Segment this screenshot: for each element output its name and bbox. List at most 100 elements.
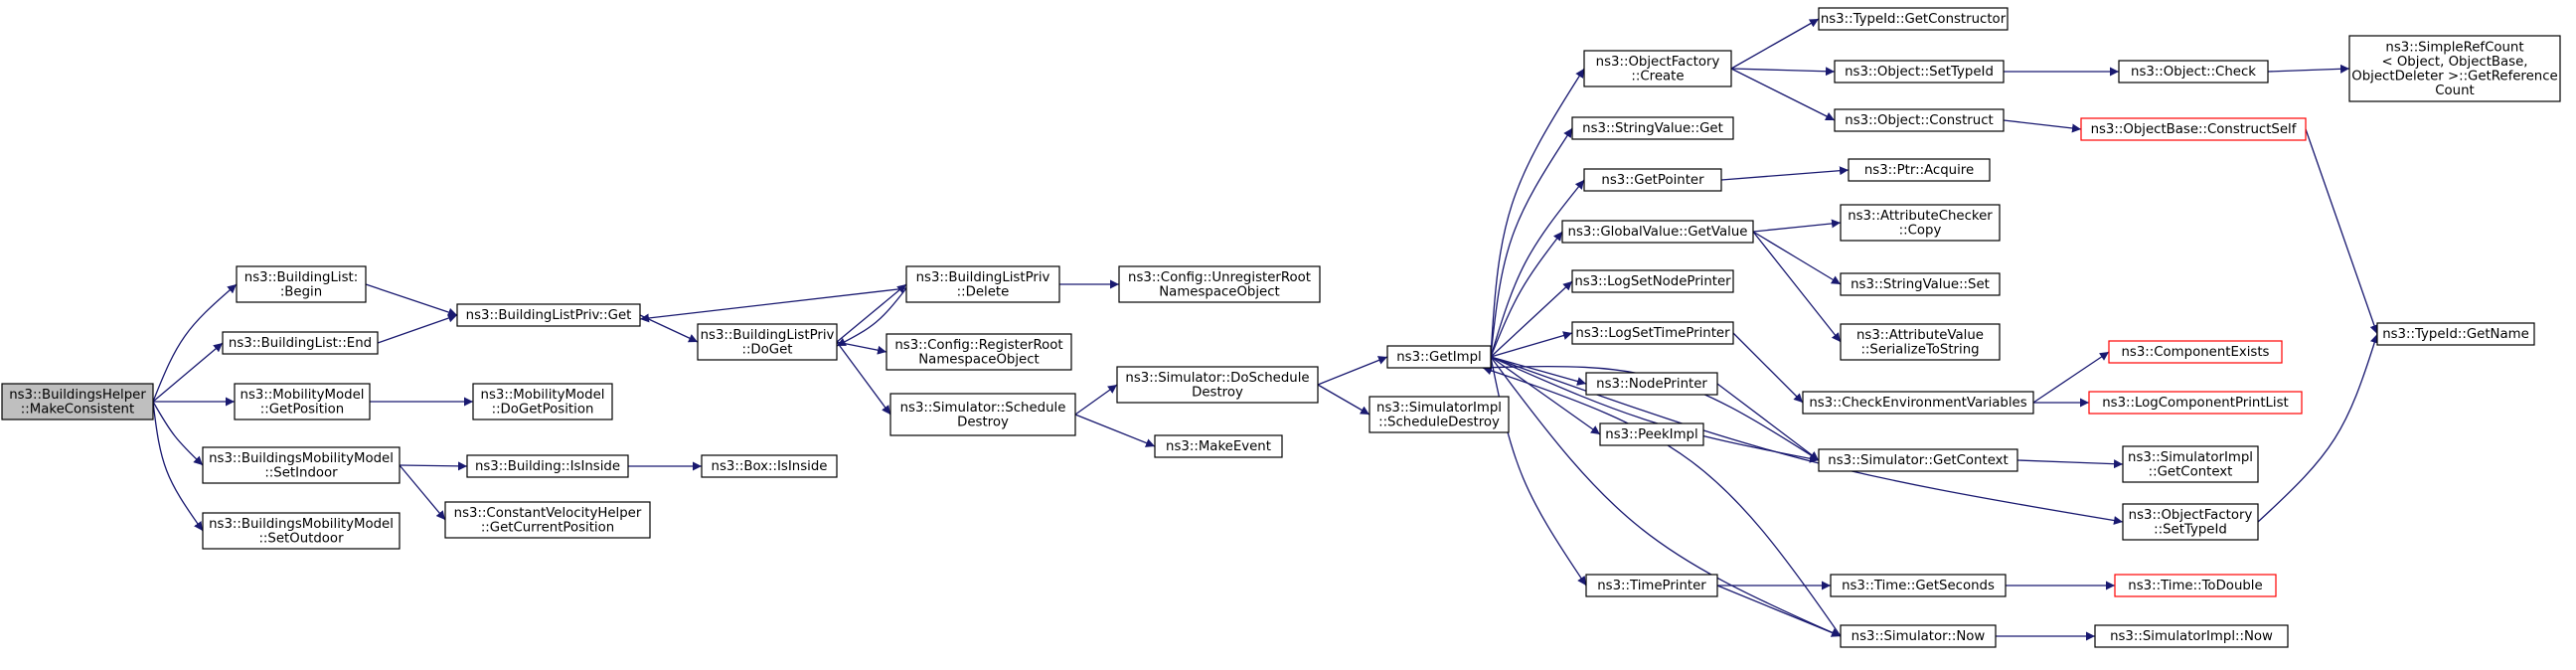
node-label: ns3::TimePrinter bbox=[1597, 579, 1706, 593]
node-box bbox=[2348, 35, 2561, 102]
graph-node[interactable]: ns3::PeekImpl bbox=[1599, 422, 1704, 446]
node-label: Count bbox=[2435, 84, 2475, 98]
node-box bbox=[1561, 220, 1754, 244]
graph-node: ns3::BuildingsHelper::MakeConsistent bbox=[1, 383, 154, 420]
node-label: ns3::BuildingListPriv bbox=[701, 328, 835, 343]
node-label: ns3::Simulator::Now bbox=[1852, 629, 1986, 644]
graph-node[interactable]: ns3::ComponentExists bbox=[2108, 340, 2283, 364]
node-label: ns3::LogComponentPrintList bbox=[2102, 396, 2289, 411]
graph-node[interactable]: ns3::Time::GetSeconds bbox=[1830, 574, 2007, 597]
graph-node[interactable]: ns3::SimulatorImpl::ScheduleDestroy bbox=[1368, 396, 1510, 433]
node-label: ::GetCurrentPosition bbox=[481, 520, 614, 535]
graph-node[interactable]: ns3::LogSetNodePrinter bbox=[1571, 269, 1734, 293]
graph-node[interactable]: ns3::StringValue::Set bbox=[1840, 272, 2001, 296]
node-label: ns3::MobilityModel bbox=[241, 388, 365, 403]
graph-node[interactable]: ns3::MakeEvent bbox=[1154, 434, 1283, 458]
node-label: ::GetPosition bbox=[260, 402, 344, 417]
node-label: ns3::BuildingsHelper bbox=[9, 388, 146, 403]
node-label: ::Create bbox=[1631, 69, 1684, 84]
graph-node[interactable]: ns3::Time::ToDouble bbox=[2114, 574, 2277, 597]
graph-node[interactable]: ns3::ObjectBase::ConstructSelf bbox=[2080, 117, 2307, 141]
graph-node[interactable]: ns3::SimulatorImpl::GetContext bbox=[2122, 445, 2259, 483]
node-label: ns3::BuildingListPriv bbox=[916, 270, 1050, 285]
graph-edge bbox=[1716, 383, 1820, 461]
node-box bbox=[1818, 448, 2018, 472]
graph-node[interactable]: ns3::Config::UnregisterRootNamespaceObje… bbox=[1118, 265, 1321, 303]
graph-edge bbox=[2032, 351, 2110, 404]
graph-node[interactable]: ns3::LogSetTimePrinter bbox=[1571, 321, 1734, 345]
graph-node[interactable]: ns3::Simulator::GetContext bbox=[1818, 448, 2018, 472]
node-label: ns3::BuildingsMobilityModel bbox=[209, 517, 394, 532]
graph-node[interactable]: ns3::Object::SetTypeId bbox=[1834, 60, 2005, 84]
node-box bbox=[1571, 321, 1734, 345]
graph-node[interactable]: ns3::NodePrinter bbox=[1585, 372, 1718, 396]
node-label: ns3::GetImpl bbox=[1396, 350, 1481, 365]
node-box bbox=[1583, 168, 1722, 192]
graph-node[interactable]: ns3::AttributeValue::SerializeToString bbox=[1840, 323, 2001, 361]
graph-node[interactable]: ns3::GetPointer bbox=[1583, 168, 1722, 192]
graph-node[interactable]: ns3::SimpleRefCount< Object, ObjectBase,… bbox=[2348, 35, 2561, 102]
graph-node[interactable]: ns3::CheckEnvironmentVariables bbox=[1802, 391, 2034, 415]
graph-edge bbox=[1482, 366, 1842, 637]
node-box bbox=[1154, 434, 1283, 458]
node-label: ::MakeConsistent bbox=[21, 402, 134, 417]
graph-node[interactable]: ns3::BuildingsMobilityModel::SetIndoor bbox=[202, 446, 401, 484]
graph-node[interactable]: ns3::Box::IsInside bbox=[701, 454, 838, 478]
graph-edge bbox=[1490, 356, 1820, 463]
graph-edge bbox=[2305, 128, 2379, 335]
graph-node[interactable]: ns3::BuildingList::Begin bbox=[236, 265, 367, 303]
node-box bbox=[1368, 396, 1510, 433]
node-label: ns3::LogSetNodePrinter bbox=[1574, 274, 1731, 289]
graph-node[interactable]: ns3::MobilityModel::GetPosition bbox=[234, 383, 371, 420]
node-box bbox=[1386, 345, 1492, 369]
graph-node[interactable]: ns3::Object::Construct bbox=[1834, 108, 2005, 132]
graph-node[interactable]: ns3::Object::Check bbox=[2118, 60, 2269, 84]
node-box bbox=[2122, 445, 2259, 483]
node-box bbox=[2088, 391, 2303, 415]
graph-node[interactable]: ns3::Ptr::Acquire bbox=[1848, 158, 1991, 182]
node-box bbox=[1818, 7, 2009, 31]
node-box bbox=[1840, 272, 2001, 296]
node-label: ::DoGetPosition bbox=[492, 402, 594, 417]
graph-node[interactable]: ns3::BuildingListPriv::DoGet bbox=[697, 323, 838, 361]
graph-node[interactable]: ns3::AttributeChecker::Copy bbox=[1840, 204, 2001, 242]
node-label: ns3::SimulatorImpl::Now bbox=[2110, 629, 2273, 644]
graph-node[interactable]: ns3::LogComponentPrintList bbox=[2088, 391, 2303, 415]
node-box bbox=[1834, 60, 2005, 84]
graph-node[interactable]: ns3::BuildingListPriv::Get bbox=[456, 303, 641, 327]
node-box bbox=[1840, 323, 2001, 361]
graph-node[interactable]: ns3::ObjectFactory::Create bbox=[1583, 50, 1732, 87]
graph-edge bbox=[2003, 119, 2082, 133]
graph-node[interactable]: ns3::Simulator::Now bbox=[1840, 624, 1997, 648]
graph-edge bbox=[1716, 585, 1842, 637]
graph-node[interactable]: ns3::BuildingsMobilityModel::SetOutdoor bbox=[202, 512, 401, 550]
graph-node[interactable]: ns3::SimulatorImpl::Now bbox=[2094, 624, 2289, 648]
graph-node[interactable]: ns3::StringValue::Get bbox=[1571, 116, 1734, 140]
graph-edge bbox=[1730, 67, 1836, 77]
graph-edge bbox=[639, 314, 699, 343]
graph-node[interactable]: ns3::BuildingList::End bbox=[222, 331, 379, 355]
graph-node[interactable]: ns3::Simulator::ScheduleDestroy bbox=[889, 393, 1076, 436]
graph-edge bbox=[836, 287, 907, 347]
node-label: ns3::AttributeValue bbox=[1856, 328, 1984, 343]
graph-node[interactable]: ns3::GetImpl bbox=[1386, 345, 1492, 369]
graph-node[interactable]: ns3::BuildingListPriv::Delete bbox=[905, 265, 1060, 303]
graph-node[interactable]: ns3::Building::IsInside bbox=[466, 454, 629, 478]
graph-node[interactable]: ns3::TypeId::GetName bbox=[2376, 322, 2535, 346]
node-box bbox=[1116, 366, 1319, 404]
graph-node[interactable]: ns3::GlobalValue::GetValue bbox=[1561, 220, 1754, 244]
node-box bbox=[886, 333, 1072, 371]
graph-node[interactable]: ns3::TimePrinter bbox=[1585, 574, 1718, 597]
node-label: ns3::StringValue::Get bbox=[1582, 121, 1723, 136]
graph-node[interactable]: ns3::ConstantVelocityHelper::GetCurrentP… bbox=[444, 501, 651, 539]
node-label: Destroy bbox=[957, 415, 1009, 429]
graph-node[interactable]: ns3::MobilityModel::DoGetPosition bbox=[472, 383, 613, 420]
node-box bbox=[1585, 574, 1718, 597]
node-box bbox=[1571, 269, 1734, 293]
node-label: ns3::Box::IsInside bbox=[712, 459, 828, 474]
graph-node[interactable]: ns3::TypeId::GetConstructor bbox=[1818, 7, 2009, 31]
graph-node[interactable]: ns3::ObjectFactory::SetTypeId bbox=[2122, 503, 2259, 541]
